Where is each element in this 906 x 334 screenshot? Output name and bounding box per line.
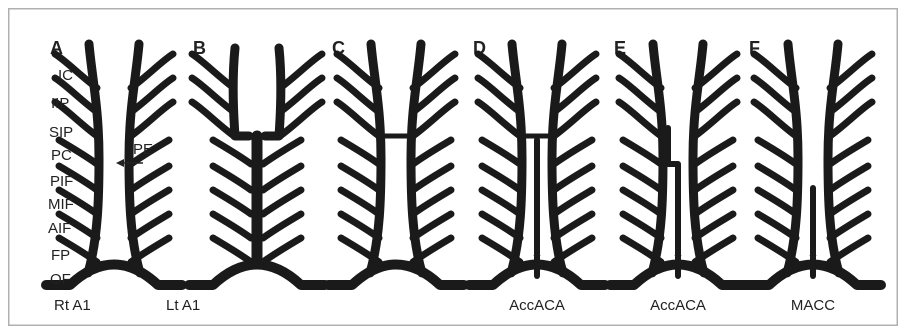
- label-pif: PIF: [50, 173, 73, 190]
- left-branch: [341, 214, 379, 238]
- label-mif: MIF: [48, 196, 74, 213]
- variant-label: AccACA: [509, 297, 565, 314]
- left-branch: [482, 190, 520, 214]
- right-branch: [554, 214, 592, 238]
- panel-b: B: [189, 38, 325, 285]
- label-iip: IIP: [51, 95, 69, 112]
- label-pc: PC: [51, 147, 72, 164]
- lt-a1-label: Lt A1: [166, 297, 200, 314]
- right-branch: [695, 214, 733, 238]
- left-branch: [623, 190, 661, 214]
- right-branch: [695, 166, 733, 190]
- variant-label: MACC: [791, 297, 835, 314]
- right-branch: [413, 190, 451, 214]
- right-branch: [413, 166, 451, 190]
- left-branch: [623, 140, 661, 164]
- panel-c: C: [328, 38, 464, 285]
- right-branch: [695, 190, 733, 214]
- left-branch: [341, 190, 379, 214]
- right-branch: [263, 238, 301, 262]
- left-branch: [758, 140, 796, 164]
- right-branch: [830, 166, 868, 190]
- right-branch: [695, 140, 733, 164]
- variant-label: AccACA: [650, 297, 706, 314]
- right-branch: [554, 190, 592, 214]
- right-branch: [830, 190, 868, 214]
- left-branch: [341, 166, 379, 190]
- right-branch: [131, 166, 169, 190]
- label-ic: IC: [58, 67, 73, 84]
- left-branch: [758, 166, 796, 190]
- right-branch: [131, 214, 169, 238]
- left-branch: [758, 214, 796, 238]
- right-branch: [263, 166, 301, 190]
- right-branch: [554, 140, 592, 164]
- label-of: OF: [50, 271, 71, 288]
- left-branch: [623, 214, 661, 238]
- label-fp: FP: [51, 247, 70, 264]
- right-branch: [131, 190, 169, 214]
- label-sip: SIP: [49, 124, 73, 141]
- left-branch: [482, 214, 520, 238]
- left-pericallosal: [233, 48, 249, 136]
- right-branch: [413, 140, 451, 164]
- a1-base-arch: [328, 265, 464, 286]
- right-pericallosal: [265, 48, 281, 136]
- left-branch: [758, 190, 796, 214]
- right-branch: [263, 190, 301, 214]
- left-branch: [213, 166, 251, 190]
- right-branch: [554, 166, 592, 190]
- right-branch: [413, 214, 451, 238]
- a1-base-arch: [189, 265, 325, 286]
- left-branch: [213, 190, 251, 214]
- right-branch: [263, 140, 301, 164]
- branch-labels: IC IIP SIP PC PIF MIF AIF FP OF: [48, 67, 74, 288]
- left-branch: [482, 166, 520, 190]
- right-branch: [830, 140, 868, 164]
- left-branch: [482, 140, 520, 164]
- label-aif: AIF: [48, 220, 71, 237]
- left-branch: [213, 238, 251, 262]
- left-branch: [341, 140, 379, 164]
- left-branch: [623, 166, 661, 190]
- left-branch: [213, 140, 251, 164]
- pe-label: PE: [133, 141, 153, 158]
- left-branch: [213, 214, 251, 238]
- right-branch: [263, 214, 301, 238]
- right-branch: [830, 214, 868, 238]
- rt-a1-label: Rt A1: [54, 297, 91, 314]
